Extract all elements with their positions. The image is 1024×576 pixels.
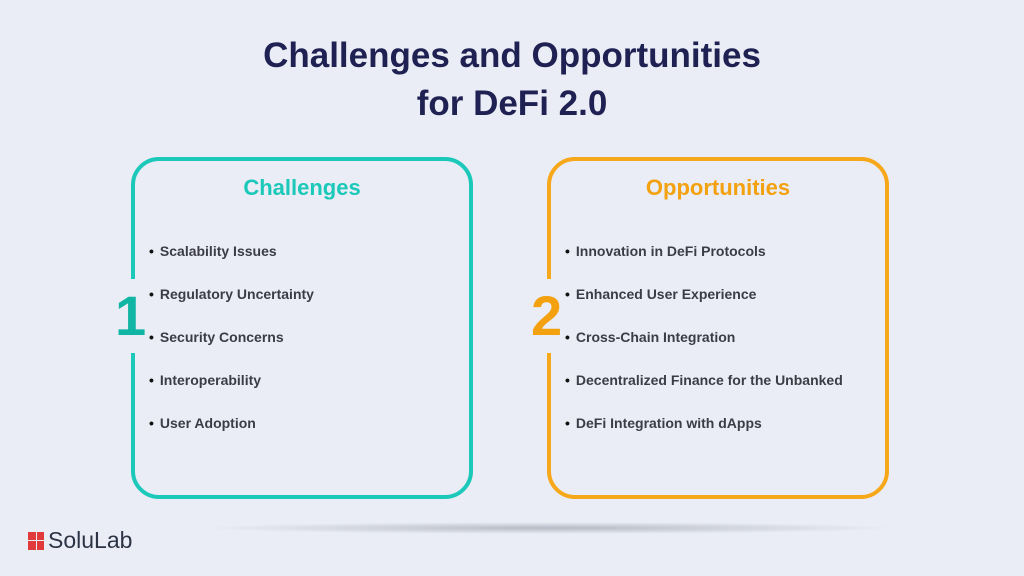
- challenges-list: Scalability Issues Regulatory Uncertaint…: [149, 241, 314, 456]
- opportunities-heading: Opportunities: [645, 175, 791, 200]
- list-item: Scalability Issues: [149, 241, 314, 284]
- solulab-logo-icon: [28, 531, 44, 550]
- floor-shadow: [200, 522, 900, 534]
- list-item: DeFi Integration with dApps: [565, 413, 843, 456]
- list-item: Innovation in DeFi Protocols: [565, 241, 843, 284]
- page-title: Challenges and Opportunities for DeFi 2.…: [0, 32, 1024, 128]
- list-item: User Adoption: [149, 413, 314, 456]
- list-item: Security Concerns: [149, 327, 314, 370]
- brand-logo: SoluLab: [28, 527, 132, 554]
- challenges-card: 1 Challenges Scalability Issues Regulato…: [115, 157, 473, 499]
- opportunities-list: Innovation in DeFi Protocols Enhanced Us…: [565, 241, 843, 456]
- title-line-2: for DeFi 2.0: [416, 84, 608, 123]
- list-item: Cross-Chain Integration: [565, 327, 843, 370]
- challenges-heading: Challenges: [243, 175, 361, 200]
- list-item: Interoperability: [149, 370, 314, 413]
- opportunities-number: 2: [531, 284, 563, 347]
- list-item: Decentralized Finance for the Unbanked: [565, 370, 843, 413]
- opportunities-card: 2 Opportunities Innovation in DeFi Proto…: [531, 157, 889, 499]
- list-item: Enhanced User Experience: [565, 284, 843, 327]
- title-line-1: Challenges and Opportunities: [263, 36, 761, 75]
- brand-name: SoluLab: [48, 527, 133, 553]
- list-item: Regulatory Uncertainty: [149, 284, 314, 327]
- challenges-number: 1: [115, 284, 147, 347]
